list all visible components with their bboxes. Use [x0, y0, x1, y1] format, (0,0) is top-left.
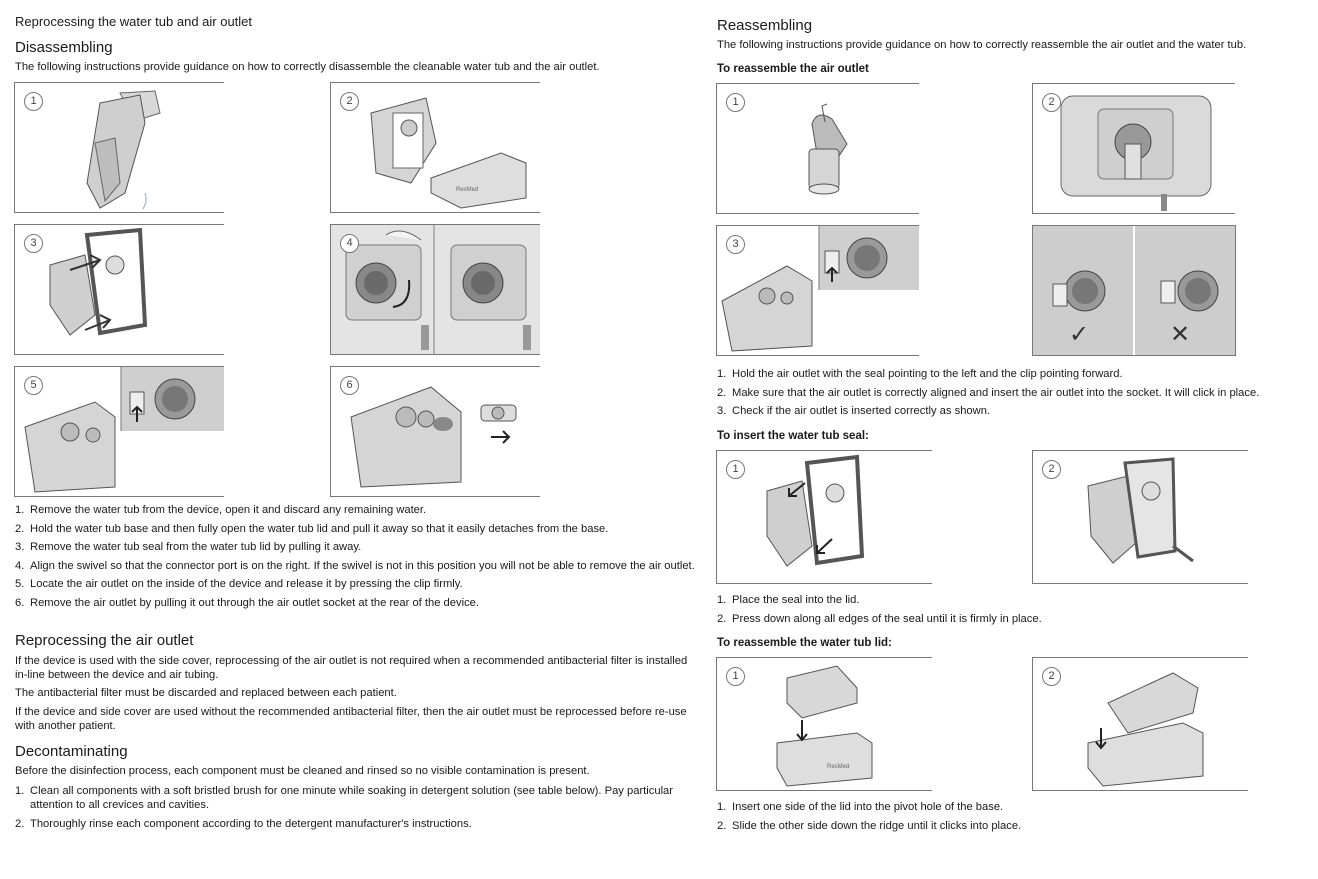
reprocessing-paragraph-2: The antibacterial filter must be discard… — [15, 687, 397, 699]
list-item: 2.Thoroughly rinse each component accord… — [15, 817, 472, 830]
list-item: 4.Align the swivel so that the connector… — [15, 559, 695, 572]
water-tub-pour-illustration — [86, 90, 161, 210]
air-outlet-click-illustration — [721, 226, 919, 352]
seal-figure-1: 1 — [716, 450, 932, 584]
decontaminating-intro: Before the disinfection process, each co… — [15, 765, 590, 777]
seal-subheading: To insert the water tub seal: — [717, 430, 869, 442]
figure-number: 2 — [340, 92, 359, 111]
decontaminating-heading: Decontaminating — [15, 743, 128, 760]
list-item: 2.Slide the other side down the ridge un… — [717, 819, 1022, 832]
seal-place-illustration — [766, 454, 865, 567]
figure-number: 1 — [726, 667, 745, 686]
cross-mark-icon: ✕ — [1170, 321, 1191, 348]
air-outlet-insert-illustration — [1060, 95, 1212, 211]
list-item: 6.Remove the air outlet by pulling it ou… — [15, 596, 480, 609]
list-item: 1.Insert one side of the lid into the pi… — [717, 801, 1004, 813]
disassemble-figure-3: 3 — [14, 224, 224, 355]
list-item: 1.Hold the air outlet with the seal poin… — [717, 368, 1123, 380]
lid-pivot-insert-illustration: ResMed — [776, 665, 873, 787]
reassembling-heading: Reassembling — [717, 17, 813, 34]
lid-steps: 1.Insert one side of the lid into the pi… — [717, 800, 1317, 837]
figure-number: 5 — [24, 376, 43, 395]
lid-figure-1: 1 ResMed — [716, 657, 932, 791]
figure-number: 1 — [726, 460, 745, 479]
lid-subheading: To reassemble the water tub lid: — [717, 637, 892, 649]
list-item: 1.Place the seal into the lid. — [717, 594, 860, 606]
air-outlet-orientation-illustration — [808, 103, 848, 195]
figure-number: 1 — [726, 93, 745, 112]
air-outlet-clip-release-illustration — [24, 367, 224, 493]
check-mark-icon: ✓ — [1069, 321, 1090, 348]
figure-number: 6 — [340, 376, 359, 395]
tub-seal-removal-illustration — [49, 227, 148, 336]
disassembling-intro: The following instructions provide guida… — [15, 61, 600, 73]
list-item: 2.Hold the water tub base and then fully… — [15, 522, 609, 535]
air-outlet-figure-2: 2 — [1032, 83, 1235, 214]
list-item: 3.Check if the air outlet is inserted co… — [717, 405, 991, 418]
seal-press-illustration — [1087, 457, 1194, 564]
figure-number: 1 — [24, 92, 43, 111]
lid-click-illustration — [1087, 672, 1204, 787]
reassembling-intro: The following instructions provide guida… — [717, 39, 1247, 51]
list-item: 1.Remove the water tub from the device, … — [15, 504, 427, 516]
page-header: Reprocessing the water tub and air outle… — [15, 14, 253, 29]
figure-number: 2 — [1042, 93, 1061, 112]
list-item: 5.Locate the air outlet on the inside of… — [15, 578, 463, 591]
tub-lid-detach-illustration: ResMed — [370, 97, 527, 209]
air-outlet-check-figure: ✓ ✕ — [1032, 225, 1236, 356]
disassemble-figure-2: 2 ResMed — [330, 82, 540, 213]
disassembling-heading: Disassembling — [15, 39, 113, 56]
reprocessing-paragraph-3: If the device and side cover are used wi… — [15, 706, 687, 732]
air-outlet-steps: 1.Hold the air outlet with the seal poin… — [717, 367, 1317, 423]
swivel-align-illustration — [331, 225, 540, 354]
figure-number: 3 — [24, 234, 43, 253]
figure-number: 2 — [1042, 460, 1061, 479]
air-outlet-figure-3: 3 — [716, 225, 919, 356]
disassemble-figure-6: 6 — [330, 366, 540, 497]
list-item: 2.Make sure that the air outlet is corre… — [717, 386, 1260, 399]
list-item: 3.Remove the water tub seal from the wat… — [15, 541, 362, 554]
figure-number: 2 — [1042, 667, 1061, 686]
disassemble-figure-1: 1 — [14, 82, 224, 213]
figure-number: 4 — [340, 234, 359, 253]
reprocessing-paragraph-1: If the device is used with the side cove… — [15, 655, 688, 681]
air-outlet-removal-illustration — [350, 386, 517, 488]
decontaminating-steps: 1.Clean all components with a soft brist… — [15, 784, 695, 835]
seal-figure-2: 2 — [1032, 450, 1248, 584]
air-outlet-subheading: To reassemble the air outlet — [717, 63, 869, 75]
air-outlet-correct-incorrect-illustration — [1033, 226, 1235, 355]
reprocessing-heading: Reprocessing the air outlet — [15, 632, 194, 649]
svg-text:ResMed: ResMed — [456, 187, 478, 193]
air-outlet-figure-1: 1 — [716, 83, 919, 214]
disassembling-steps: 1.Remove the water tub from the device, … — [15, 503, 695, 615]
lid-figure-2: 2 — [1032, 657, 1248, 791]
seal-steps: 1.Place the seal into the lid. 2.Press d… — [717, 593, 1317, 630]
disassemble-figure-5: 5 — [14, 366, 224, 497]
list-item: 1.Clean all components with a soft brist… — [15, 785, 674, 811]
svg-text:ResMed: ResMed — [827, 764, 849, 770]
figure-number: 3 — [726, 235, 745, 254]
disassemble-figure-4: 4 — [330, 224, 540, 355]
list-item: 2.Press down along all edges of the seal… — [717, 612, 1042, 625]
